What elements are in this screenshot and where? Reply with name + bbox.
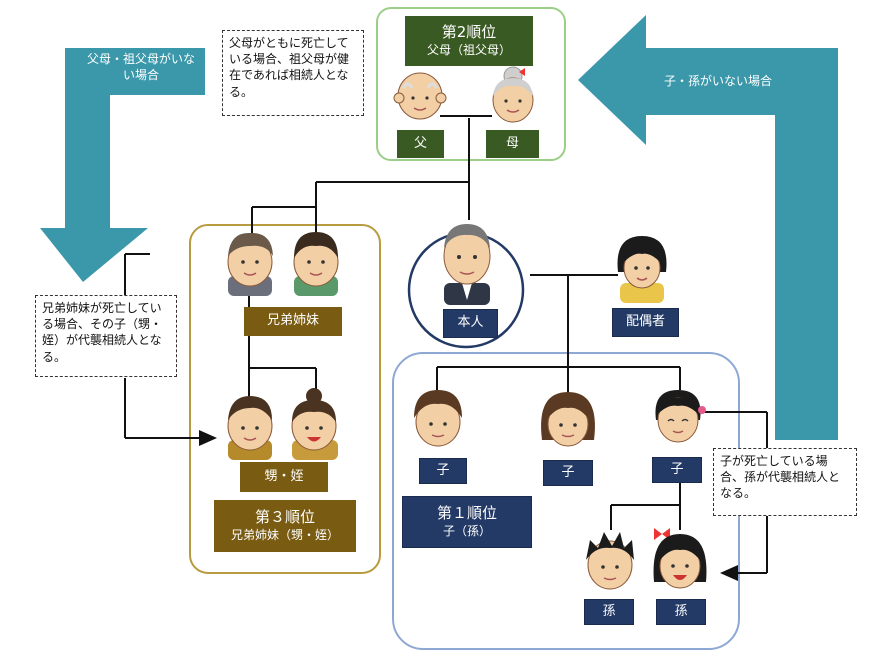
child-label-3: 子 xyxy=(652,457,702,483)
granddaughter-icon xyxy=(653,528,707,589)
group2-title-box: 第2順位 父母（祖父母） xyxy=(405,16,533,66)
siblings-label: 兄弟姉妹 xyxy=(244,307,342,336)
left-down-arrow xyxy=(40,48,205,282)
group3-title-box: 第３順位 兄弟姉妹（甥・姪） xyxy=(214,500,356,552)
spouse-icon xyxy=(617,236,667,303)
connector-lines xyxy=(124,115,768,573)
grandson-icon xyxy=(586,532,634,590)
group2-subtitle: 父母（祖父母） xyxy=(426,42,511,57)
nephew-icon xyxy=(227,396,273,460)
grandfather-icon xyxy=(393,72,447,120)
group2-title: 第2順位 xyxy=(441,23,497,42)
child-girl-icon xyxy=(541,392,595,447)
father-label: 父 xyxy=(397,130,444,158)
mother-label: 母 xyxy=(486,130,539,158)
grandmother-icon xyxy=(492,66,534,123)
self-man-icon xyxy=(443,224,491,305)
arrow-pointers xyxy=(125,430,767,581)
left-arrow-text: 父母・祖父母がいない場合 xyxy=(86,52,195,82)
child-woman-icon xyxy=(655,390,706,443)
right-arrow-text: 子・孫がいない場合 xyxy=(663,74,772,88)
right-left-arrow xyxy=(578,15,838,440)
niece-icon xyxy=(291,388,338,460)
sibling-woman-icon xyxy=(293,232,339,296)
group1-title-box: 第１順位 子（孫） xyxy=(402,496,532,548)
spouse-label: 配偶者 xyxy=(612,308,679,337)
group1-title: 第１順位 xyxy=(436,504,497,523)
child-label-1: 子 xyxy=(419,458,467,484)
group3-frame xyxy=(189,224,381,574)
child-label-2: 子 xyxy=(543,460,593,486)
child-boy-icon xyxy=(414,390,462,447)
grandchild-label-1: 孫 xyxy=(584,599,634,625)
sibling-man-icon xyxy=(227,232,273,296)
self-label: 本人 xyxy=(443,309,498,338)
grandchild-label-2: 孫 xyxy=(656,599,706,625)
note-children: 子が死亡している場合、孫が代襲相続人となる。 xyxy=(713,448,857,516)
note-siblings: 兄弟姉妹が死亡している場合、その子（甥・姪）が代襲相続人となる。 xyxy=(35,295,177,377)
group3-title: 第３順位 xyxy=(254,508,315,527)
note-parents: 父母がともに死亡している場合、祖父母が健在であれば相続人となる。 xyxy=(222,30,364,116)
group3-subtitle: 兄弟姉妹（甥・姪） xyxy=(230,527,339,542)
group1-subtitle: 子（孫） xyxy=(442,523,491,538)
nephew-niece-label: 甥・姪 xyxy=(240,462,328,492)
